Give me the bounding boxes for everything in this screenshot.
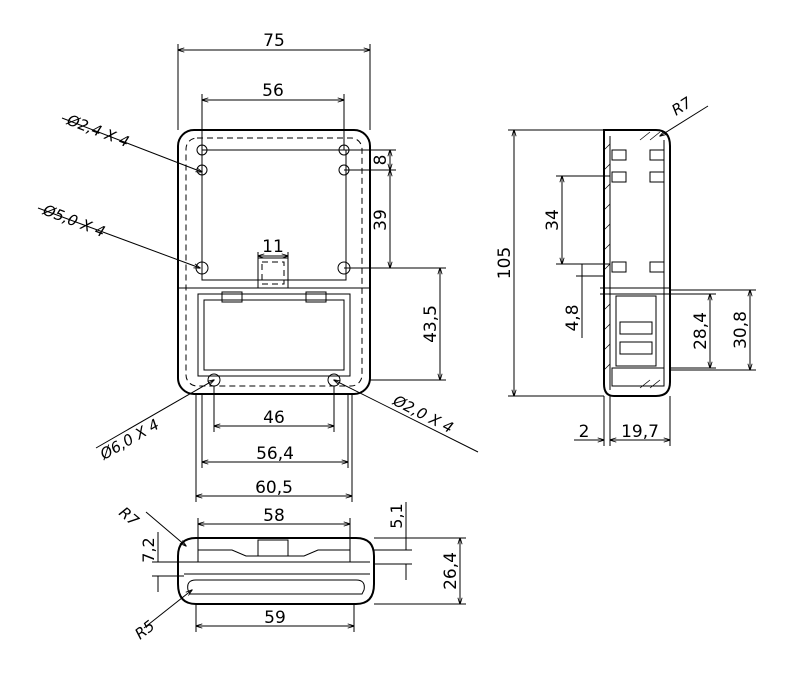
dim-r5: R5 [131, 617, 158, 643]
side-body-outline [603, 129, 671, 397]
dim-r7-side: R7 [668, 93, 695, 119]
bottom-body-outline [177, 537, 375, 605]
dim-105: 105 [495, 247, 515, 279]
cable-slot-inner [261, 261, 285, 285]
callout-d6-0: Ø6,0 X 4 [96, 415, 162, 464]
dim-width-75: 75 [263, 31, 285, 51]
bottom-slot [257, 539, 289, 557]
dim-r7-bottom: R7 [115, 503, 142, 530]
battery-compartment-inner [203, 299, 345, 371]
dim-7-2: 7,2 [139, 537, 158, 562]
dim-58: 58 [263, 506, 285, 526]
dim-2: 2 [579, 422, 590, 442]
dim-hole-spacing-56: 56 [262, 81, 284, 101]
label-recess [201, 149, 347, 281]
side-hatch [603, 131, 661, 389]
dim-59: 59 [264, 608, 286, 628]
callout-d2-4: Ø2,4 X 4 [64, 111, 132, 151]
dim-46: 46 [263, 408, 285, 428]
dim-5-1: 5,1 [387, 503, 406, 528]
dim-11: 11 [262, 237, 284, 257]
dim-43-5: 43,5 [421, 305, 441, 343]
dim-30-8: 30,8 [731, 311, 751, 349]
dim-4-8: 4,8 [563, 304, 583, 331]
dim-34: 34 [543, 209, 563, 231]
side-view: 105 34 4,8 28,4 30,8 2 19,7 R7 [495, 93, 756, 446]
dim-8: 8 [371, 155, 391, 166]
dim-60-5: 60,5 [255, 478, 293, 498]
dim-19-7: 19,7 [621, 422, 659, 442]
battery-clip-left [221, 291, 243, 303]
callout-d2-0: Ø2,0 X 4 [389, 391, 456, 437]
front-body-outline [177, 129, 371, 395]
bottom-recess [187, 579, 365, 595]
battery-clip-right [305, 291, 327, 303]
dim-26-4: 26,4 [441, 552, 461, 590]
bottom-view: 58 59 5,1 26,4 7,2 R7 R5 [115, 502, 466, 643]
battery-compartment [197, 293, 351, 377]
front-inner-outline [185, 137, 363, 387]
dim-28-4: 28,4 [691, 312, 711, 350]
dim-56-4: 56,4 [256, 444, 294, 464]
callout-d5-0: Ø5,0 X 4 [40, 201, 108, 241]
front-view: 75 56 8 39 43,5 11 46 56,4 [37, 31, 479, 502]
dim-39: 39 [371, 209, 391, 231]
